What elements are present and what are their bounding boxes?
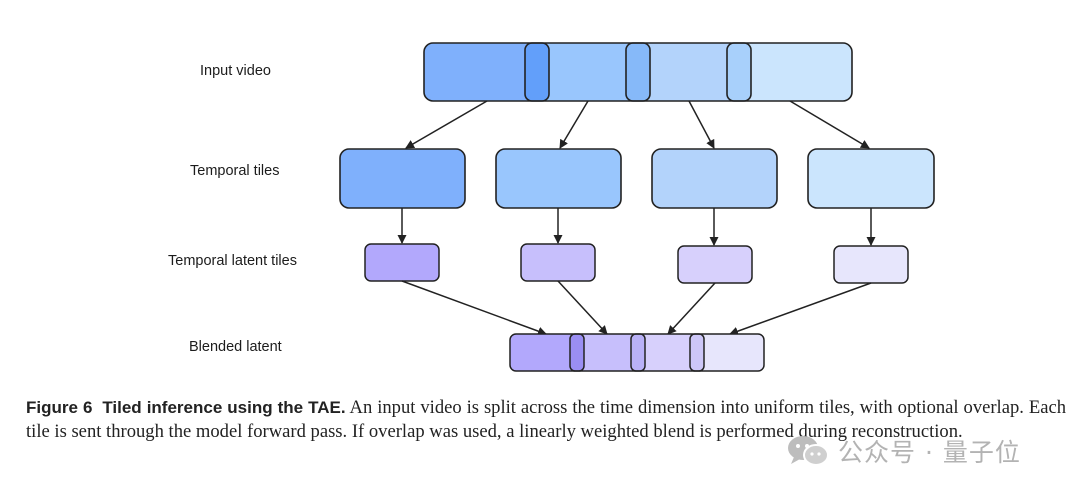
arrow-video-tile-4 [789,100,870,149]
caption-title: Tiled inference using the TAE. [102,398,346,417]
arrow-video-tile-2 [559,100,589,149]
temporal-tile-4 [807,148,935,209]
blended-latent-bar [509,333,765,372]
blended-segment-3 [636,334,696,371]
input-video-bar [423,42,853,102]
latent-tile-1 [364,243,440,282]
input-video-segment-1 [424,43,540,101]
blended-overlap-1 [569,333,585,372]
label-input-video: Input video [200,63,271,79]
input-video-overlap-1 [524,42,550,102]
arrows-video-to-tiles [405,100,870,149]
tiled-inference-diagram: Input video Temporal tiles Temporal late… [168,42,935,372]
blended-segment-1 [510,334,580,371]
label-temporal-latent-tiles: Temporal latent tiles [168,253,297,269]
temporal-tile-1 [339,148,466,209]
arrow-latent-blend-3 [667,282,716,335]
input-video-outline [423,42,853,102]
arrow-latent-blend-2 [557,280,608,335]
arrows-latents-to-blend [401,280,872,336]
arrows-tiles-to-latents [397,208,876,246]
arrow-video-tile-1 [405,100,488,149]
temporal-latent-tiles [364,243,909,284]
chat-bubbles-icon [788,436,829,466]
caption-text: An input video is split across the time … [26,397,1067,442]
input-video-overlap-2 [625,42,651,102]
input-video-segment-4 [740,43,852,101]
blended-overlap-3 [689,333,705,372]
blended-outline [509,333,765,372]
latent-tile-2 [520,243,596,282]
watermark: 公众号 · 量子位 [786,433,1021,469]
arrow-latent-blend-1 [401,280,547,336]
blended-overlap-2 [630,333,646,372]
latent-tile-4 [833,245,909,284]
label-blended-latent: Blended latent [189,339,282,355]
blended-segment-2 [576,334,640,371]
temporal-tiles [339,148,935,209]
arrow-latent-blend-4 [729,282,872,336]
label-temporal-tiles: Temporal tiles [190,163,279,179]
blended-segment-4 [696,334,764,371]
arrow-video-tile-3 [688,100,715,149]
latent-tile-3 [677,245,753,284]
watermark-text: 公众号 · 量子位 [838,438,1021,467]
temporal-tile-3 [651,148,778,209]
input-video-overlap-3 [726,42,752,102]
figure-caption: Figure 6 Tiled inference using the TAE. … [26,396,1066,444]
temporal-tile-2 [495,148,622,209]
caption-figure-number: Figure 6 [26,398,93,417]
